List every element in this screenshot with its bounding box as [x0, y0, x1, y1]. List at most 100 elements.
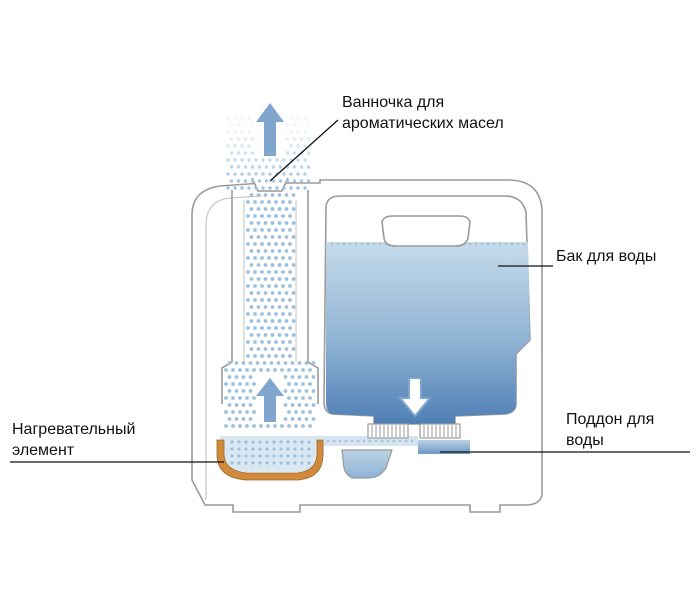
- steam-dot: [252, 396, 256, 400]
- steam-dot: [303, 172, 307, 176]
- steam-dot: [260, 200, 264, 204]
- steam-dot: [274, 284, 278, 288]
- leader-line-aroma-tray: [269, 119, 339, 182]
- steam-dot: [249, 249, 254, 253]
- steam-dot: [288, 326, 292, 330]
- steam-dot: [249, 235, 254, 239]
- steam-dot: [277, 235, 282, 239]
- steam-dot: [250, 137, 255, 141]
- steam-dot: [288, 214, 292, 218]
- water-dot: [307, 440, 311, 444]
- steam-dot: [274, 298, 278, 302]
- water-dot: [286, 454, 290, 458]
- steam-dot: [268, 172, 272, 176]
- steam-dot: [301, 424, 305, 428]
- water-dot: [251, 440, 255, 444]
- steam-dot: [277, 291, 282, 295]
- steam-dot: [268, 186, 272, 190]
- steam-dot: [226, 158, 230, 162]
- steam-dot: [256, 347, 261, 351]
- surface-dot: [468, 242, 472, 246]
- steam-dot: [306, 123, 311, 127]
- steam-dot: [291, 221, 296, 225]
- steam-dot: [299, 123, 304, 127]
- steam-dot: [249, 347, 254, 351]
- steam-dot: [263, 235, 268, 239]
- steam-dot: [311, 403, 316, 407]
- steam-dot: [299, 137, 304, 141]
- steam-dot: [253, 312, 257, 316]
- steam-dot: [253, 284, 257, 288]
- steam-dot: [283, 403, 288, 407]
- water-dot: [279, 447, 283, 451]
- steam-dot: [301, 396, 305, 400]
- steam-dot: [253, 200, 257, 204]
- water-dot: [350, 439, 354, 443]
- steam-dot: [274, 340, 278, 344]
- steam-dot: [288, 256, 292, 260]
- steam-dot: [229, 179, 234, 183]
- steam-dot: [246, 298, 250, 302]
- water-dot: [344, 439, 348, 443]
- water-dot: [279, 461, 283, 465]
- steam-dot: [234, 403, 239, 407]
- steam-dot: [288, 340, 292, 344]
- steam-dot: [241, 403, 246, 407]
- steam-dot: [247, 144, 251, 148]
- label-water-tray-line1: Поддон для: [566, 411, 655, 428]
- steam-dot: [226, 116, 230, 120]
- steam-dot: [252, 410, 256, 414]
- steam-dot: [288, 312, 292, 316]
- steam-dot: [294, 424, 298, 428]
- steam-dot: [274, 200, 278, 204]
- steam-dot: [253, 298, 257, 302]
- steam-dot: [267, 214, 271, 218]
- water-dot: [307, 461, 311, 465]
- steam-dot: [289, 130, 293, 134]
- steam-dot: [249, 221, 254, 225]
- steam-dot: [253, 354, 257, 358]
- surface-dot: [348, 242, 352, 246]
- steam-dot: [249, 305, 254, 309]
- steam-dot: [277, 347, 282, 351]
- water-dot: [293, 447, 297, 451]
- steam-dot: [253, 326, 257, 330]
- steam-dot: [303, 144, 307, 148]
- steam-dot: [291, 235, 296, 239]
- steam-dot: [249, 333, 254, 337]
- water-dot: [251, 454, 255, 458]
- steam-dot: [250, 123, 255, 127]
- steam-dot: [253, 214, 257, 218]
- steam-dot: [301, 368, 305, 372]
- water-dot: [410, 439, 414, 443]
- water-dot: [272, 454, 276, 458]
- steam-dot: [263, 319, 268, 323]
- steam-dot: [256, 277, 261, 281]
- steam-dot: [243, 123, 248, 127]
- steam-dot: [289, 116, 293, 120]
- steam-dot: [291, 291, 296, 295]
- steam-dot: [256, 305, 261, 309]
- surface-dot: [366, 242, 370, 246]
- steam-dot: [263, 347, 268, 351]
- steam-dot: [267, 270, 271, 274]
- steam-dot: [263, 207, 268, 211]
- steam-dot: [231, 424, 235, 428]
- water-dot: [307, 454, 311, 458]
- steam-dot: [260, 326, 264, 330]
- steam-dot: [290, 389, 295, 393]
- steam-dot: [249, 277, 254, 281]
- steam-dot: [260, 312, 264, 316]
- water-dot: [265, 461, 269, 465]
- steam-dot: [282, 158, 286, 162]
- steam-dot: [227, 389, 232, 393]
- steam-dot: [291, 249, 296, 253]
- steam-dot: [287, 424, 291, 428]
- steam-dot: [267, 242, 271, 246]
- steam-dot: [277, 305, 282, 309]
- steam-dot: [253, 242, 257, 246]
- steam-dot: [274, 242, 278, 246]
- water-dot: [362, 439, 366, 443]
- steam-dot: [304, 389, 309, 393]
- steam-dot: [277, 277, 282, 281]
